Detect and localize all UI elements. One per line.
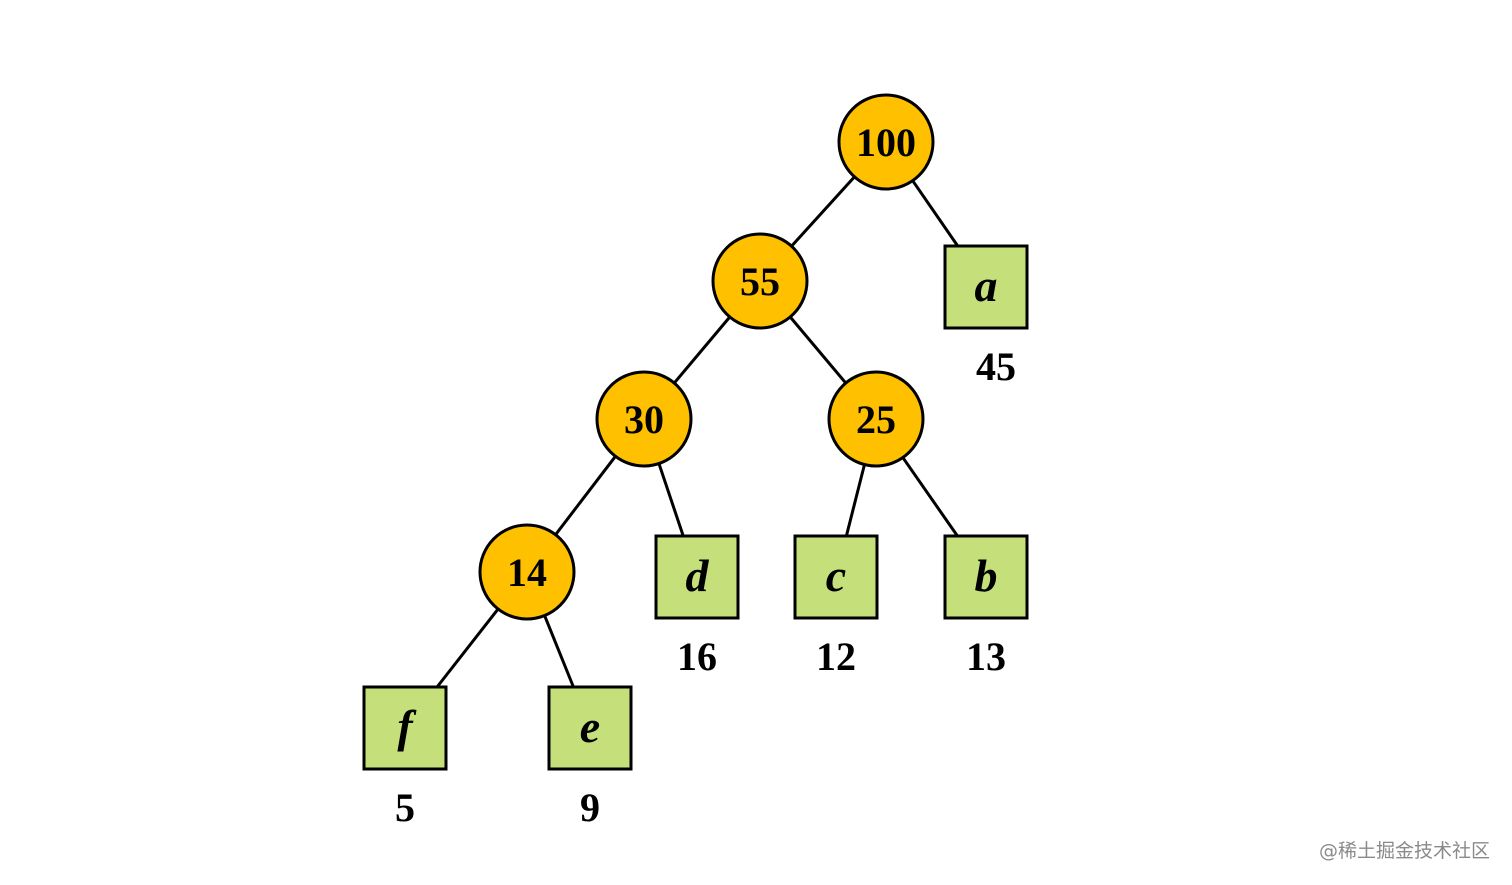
leaf-square (943, 534, 1029, 620)
node-circle (837, 93, 935, 191)
node-circle (827, 370, 925, 468)
internal-node-14: 14 (478, 523, 576, 621)
edge-n25-b (901, 456, 959, 537)
edge-n14-f (435, 608, 500, 688)
internal-node-30: 30 (595, 370, 693, 468)
leaf-weight: 9 (580, 785, 600, 830)
leaf-label: a (975, 260, 998, 311)
node-circle (595, 370, 693, 468)
leaf-node-d: d 16 (654, 534, 740, 679)
edge-n100-n55 (790, 175, 856, 248)
leaf-node-c: c 12 (793, 534, 879, 679)
leaf-square (362, 685, 448, 771)
leaf-node-b: b 13 (943, 534, 1029, 679)
edge-n14-e (543, 615, 575, 688)
leaf-weight: 13 (966, 634, 1006, 679)
node-label: 100 (856, 120, 916, 165)
tree-edges (435, 175, 959, 688)
node-circle (478, 523, 576, 621)
leaf-node-e: e9 (547, 685, 633, 830)
leaf-label: e (580, 701, 600, 752)
node-label: 55 (740, 259, 780, 304)
internal-node-100: 100 (837, 93, 935, 191)
edge-n30-n14 (554, 455, 617, 536)
node-label: 30 (624, 397, 664, 442)
leaf-square (943, 244, 1029, 330)
leaf-weight: 12 (816, 634, 856, 679)
leaf-square (547, 685, 633, 771)
leaf-label: c (826, 550, 846, 601)
node-label: 25 (856, 397, 896, 442)
node-circle (711, 232, 809, 330)
edge-n55-n25 (789, 316, 847, 384)
leaf-weight: 5 (395, 785, 415, 830)
leaf-label: b (975, 550, 998, 601)
edge-n100-a (911, 179, 959, 247)
leaf-node-a: a 45 (943, 244, 1029, 389)
leaf-square (654, 534, 740, 620)
edge-n25-c (844, 464, 866, 537)
leaf-weight: 16 (677, 634, 717, 679)
node-label: 14 (507, 550, 547, 595)
edge-n30-d (657, 463, 685, 537)
leaf-node-f: f5 (362, 685, 448, 830)
edge-n55-n30 (673, 316, 731, 384)
watermark: @稀土掘金技术社区 (1318, 840, 1490, 862)
leaf-weight: 45 (976, 344, 1016, 389)
leaf-square (793, 534, 879, 620)
internal-node-55: 55 (711, 232, 809, 330)
leaf-label: f (397, 701, 417, 752)
internal-node-25: 25 (827, 370, 925, 468)
leaf-label: d (686, 550, 710, 601)
